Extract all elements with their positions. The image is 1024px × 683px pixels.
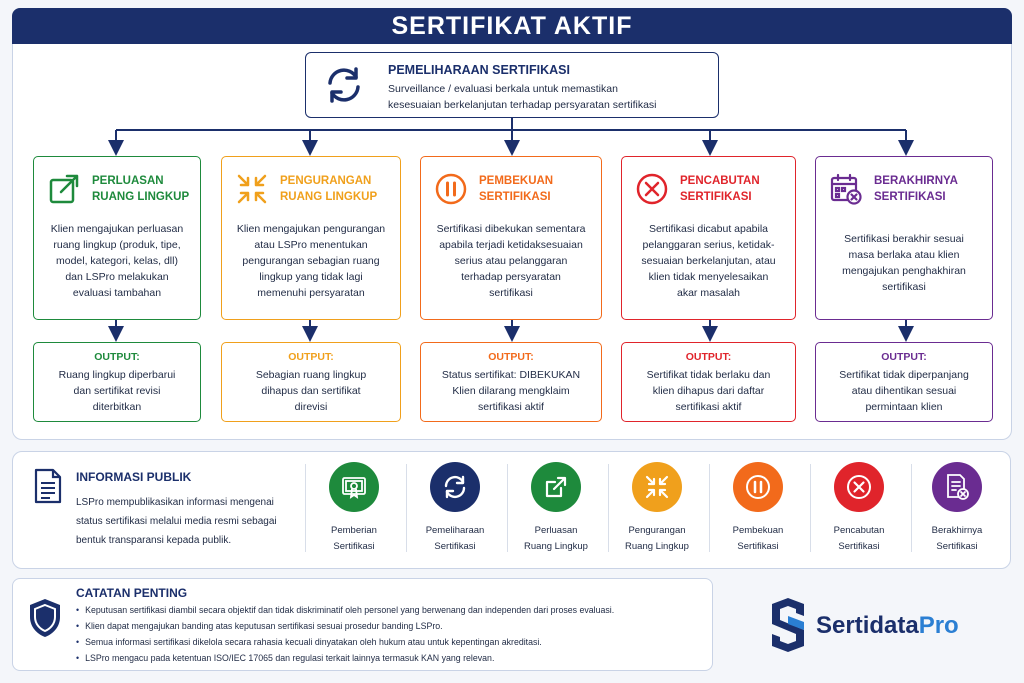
shield-icon xyxy=(30,599,60,637)
divider xyxy=(709,464,710,552)
output-label: OUTPUT: xyxy=(288,351,334,363)
document-icon xyxy=(34,468,62,504)
document-x-icon xyxy=(932,462,982,512)
refresh-icon xyxy=(328,67,360,103)
output-label: OUTPUT: xyxy=(488,351,534,363)
output-label: OUTPUT: xyxy=(94,351,140,363)
note-item: Semua informasi sertifikasi dikelola sec… xyxy=(76,637,542,647)
divider xyxy=(305,464,306,552)
divider xyxy=(406,464,407,552)
divider xyxy=(507,464,508,552)
maintenance-title: PEMELIHARAAN SERTIFIKASI xyxy=(388,63,570,77)
note-item: Keputusan sertifikasi diambil secara obj… xyxy=(76,605,614,615)
maintenance-desc-line: kesesuaian berkelanjutan terhadap persya… xyxy=(388,99,657,111)
output-label: OUTPUT: xyxy=(881,351,927,363)
pause-icon xyxy=(733,462,783,512)
cancel-icon xyxy=(834,462,884,512)
output-label: OUTPUT: xyxy=(685,351,732,363)
note-item: LSPro mengacu pada ketentuan ISO/IEC 170… xyxy=(76,653,494,663)
info-title: INFORMASI PUBLIK xyxy=(76,470,192,484)
certificate-icon xyxy=(329,462,379,512)
refresh-icon xyxy=(430,462,480,512)
info-desc: LSPro mempublikasikan informasi mengenai… xyxy=(76,497,277,546)
divider xyxy=(810,464,811,552)
brand-name: SertidataPro xyxy=(816,612,959,639)
expand-icon xyxy=(531,462,581,512)
title-banner: SERTIFIKAT AKTIF xyxy=(12,8,1012,44)
logo-icon xyxy=(772,598,804,652)
expand-icon xyxy=(46,171,82,207)
divider xyxy=(911,464,912,552)
maintenance-box: PEMELIHARAAN SERTIFIKASI Surveillance / … xyxy=(305,52,719,118)
notes-title: CATATAN PENTING xyxy=(76,586,188,600)
maintenance-desc-line: Surveillance / evaluasi berkala untuk me… xyxy=(388,83,618,95)
calendar-x-icon xyxy=(828,171,864,207)
maintenance-desc: Surveillance / evaluasi berkala untuk me… xyxy=(388,81,708,113)
pause-icon xyxy=(433,171,469,207)
page-title: SERTIFIKAT AKTIF xyxy=(391,11,633,40)
shrink-icon xyxy=(632,462,682,512)
note-item: Klien dapat mengajukan banding atas kepu… xyxy=(76,621,443,631)
brand-logo: SertidataPro xyxy=(766,596,986,656)
divider xyxy=(608,464,609,552)
cancel-icon xyxy=(634,171,670,207)
shrink-icon xyxy=(234,171,270,207)
